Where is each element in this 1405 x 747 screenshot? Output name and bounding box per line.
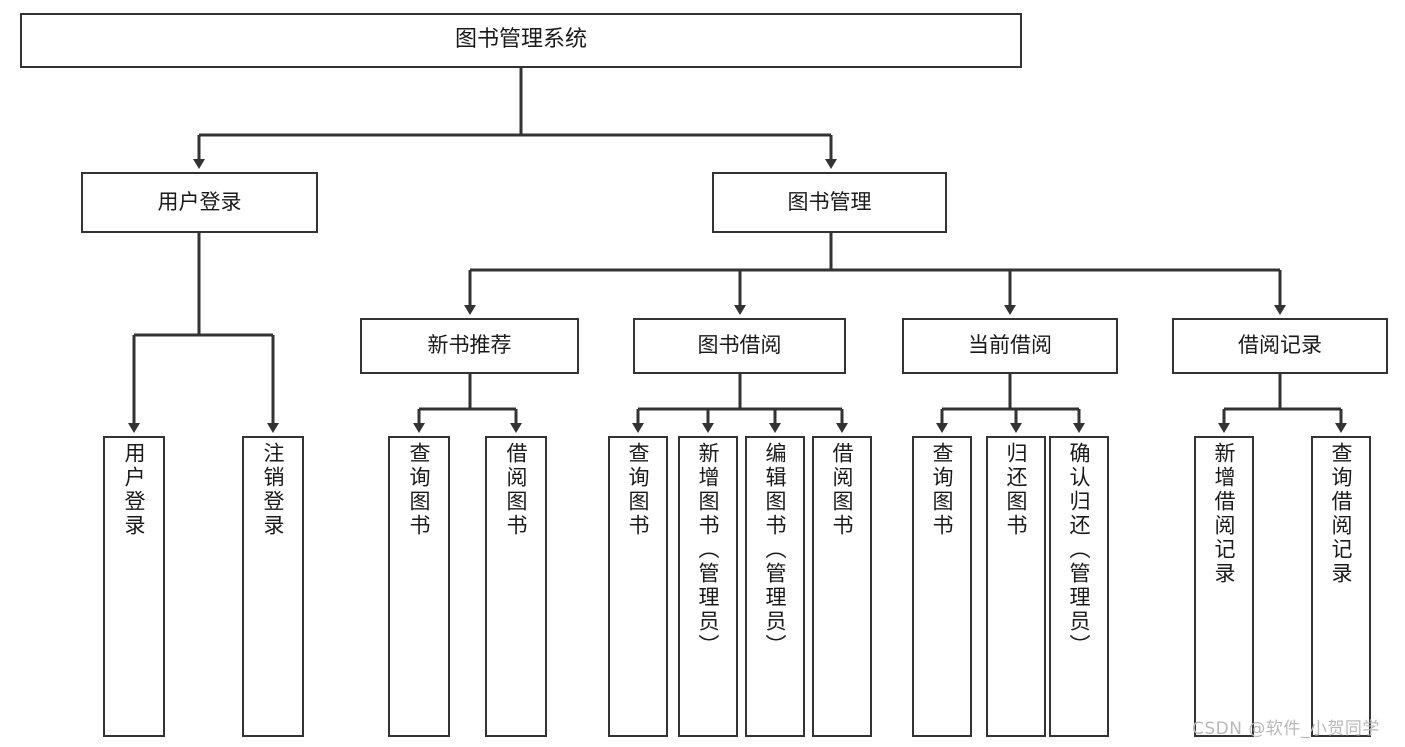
node-book-borrow[interactable]: 图书借阅 [633,318,846,374]
node-leaf-return-book-label: 归还图书 [1004,442,1029,538]
node-leaf-borrow-book-2-label: 借阅图书 [830,442,855,538]
node-leaf-query-book-1[interactable]: 查询图书 [388,436,450,737]
node-new-book-rec[interactable]: 新书推荐 [360,318,579,374]
node-root[interactable]: 图书管理系统 [20,13,1022,68]
node-current-borrow-label: 当前借阅 [968,333,1052,358]
node-leaf-user-logout[interactable]: 注销登录 [242,436,304,737]
node-user-login-label: 用户登录 [157,189,242,214]
node-root-label: 图书管理系统 [454,27,587,53]
node-borrow-record-label: 借阅记录 [1238,333,1322,358]
node-current-borrow[interactable]: 当前借阅 [902,318,1118,374]
node-leaf-query-book-3[interactable]: 查询图书 [912,436,972,737]
node-leaf-borrow-book-1-label: 借阅图书 [504,442,529,538]
node-new-book-rec-label: 新书推荐 [427,333,512,358]
node-book-manage-label: 图书管理 [787,189,872,214]
node-book-manage[interactable]: 图书管理 [712,172,947,233]
node-leaf-edit-book-label: 编辑图书（管理员） [763,442,788,658]
node-leaf-edit-book[interactable]: 编辑图书（管理员） [745,436,805,737]
node-leaf-confirm-return[interactable]: 确认归还（管理员） [1049,436,1109,737]
node-book-borrow-label: 图书借阅 [697,333,782,358]
node-leaf-user-login[interactable]: 用户登录 [103,436,165,737]
node-leaf-query-book-1-label: 查询图书 [407,442,432,538]
node-leaf-query-record[interactable]: 查询借阅记录 [1311,436,1371,737]
node-leaf-confirm-return-label: 确认归还（管理员） [1067,442,1092,658]
node-leaf-query-record-label: 查询借阅记录 [1329,442,1354,586]
node-leaf-add-book-label: 新增图书（管理员） [696,442,721,658]
node-leaf-user-login-label: 用户登录 [122,442,147,538]
node-leaf-borrow-book-2[interactable]: 借阅图书 [812,436,872,737]
node-leaf-query-book-2-label: 查询图书 [626,442,651,538]
node-leaf-user-logout-label: 注销登录 [261,442,286,538]
node-leaf-add-record-label: 新增借阅记录 [1212,442,1237,586]
node-leaf-add-book[interactable]: 新增图书（管理员） [678,436,738,737]
node-leaf-query-book-2[interactable]: 查询图书 [608,436,668,737]
node-borrow-record[interactable]: 借阅记录 [1172,318,1388,374]
node-leaf-query-book-3-label: 查询图书 [930,442,955,538]
node-leaf-add-record[interactable]: 新增借阅记录 [1194,436,1254,737]
node-leaf-borrow-book-1[interactable]: 借阅图书 [485,436,547,737]
node-user-login[interactable]: 用户登录 [81,172,318,233]
node-leaf-return-book[interactable]: 归还图书 [986,436,1046,737]
